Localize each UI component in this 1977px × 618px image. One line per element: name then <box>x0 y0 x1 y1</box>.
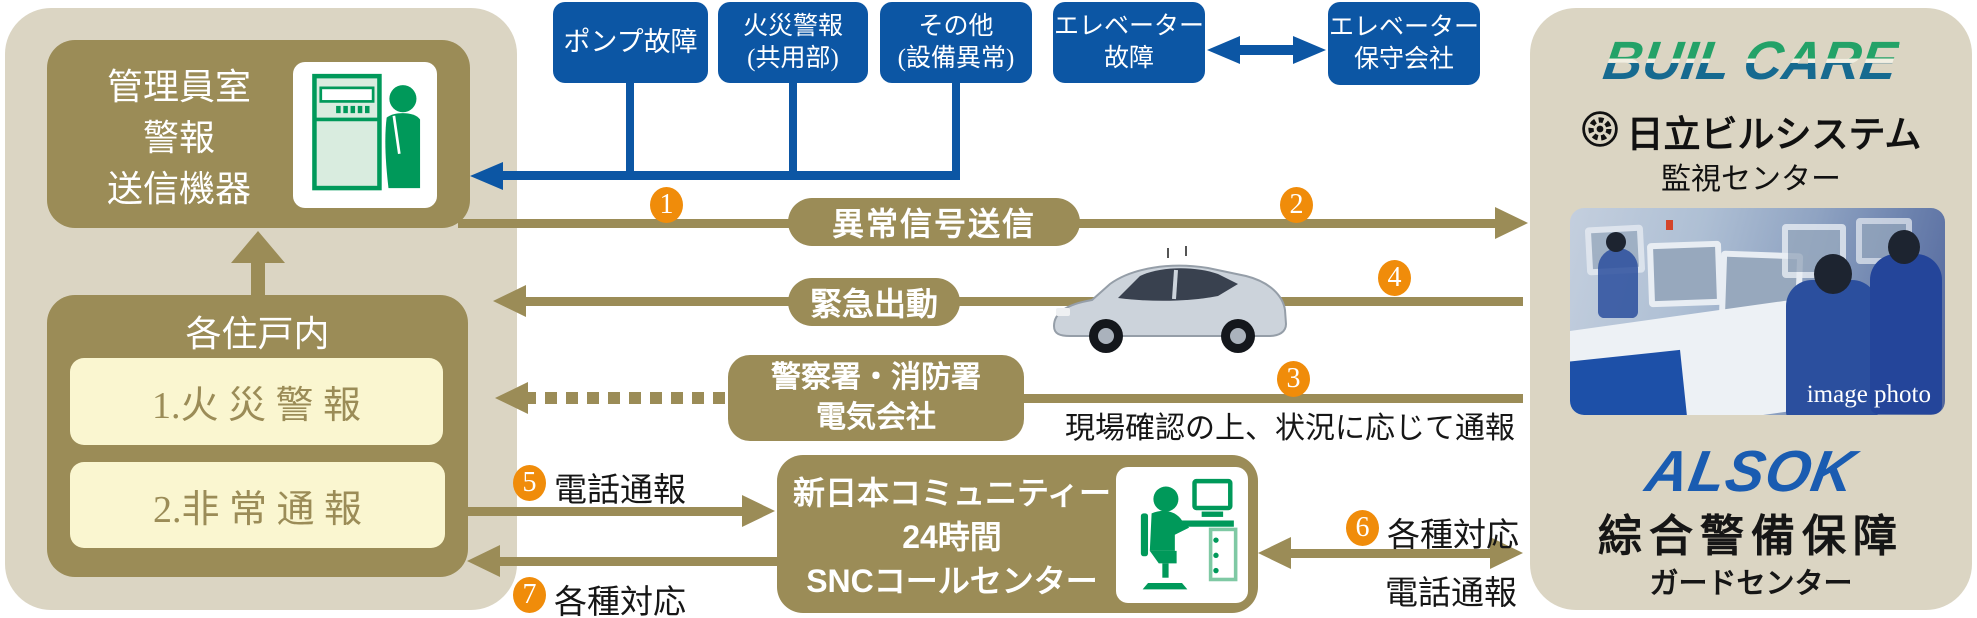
badge-3: 3 <box>1277 361 1310 397</box>
snc-call-center-box: 新日本コミュニティー 24時間 SNCコールセンター <box>777 455 1258 613</box>
photo-operator-head <box>1814 254 1852 294</box>
various-response-label: 各種対応 <box>1387 518 1519 554</box>
elevator-maint-line1: エレベーター <box>1328 13 1479 41</box>
badge-4: 4 <box>1378 260 1411 296</box>
signal-label-pill: 異常信号送信 <box>788 198 1080 246</box>
photo-operator-head <box>1606 232 1626 252</box>
elevator-link-arrowhead-right <box>1293 36 1326 64</box>
badge-6: 6 <box>1346 510 1379 546</box>
elevator-fault-box: エレベーター 故障 <box>1053 2 1205 83</box>
right-monitoring-panel: BUIL CARE 日立ビルシステム 監視センター <box>1530 8 1972 610</box>
guard-center-label: ガードセンター <box>1649 568 1853 600</box>
photo-cabinet <box>1570 349 1688 415</box>
badge-2: 2 <box>1280 187 1313 223</box>
intercom-person-icon <box>300 67 430 204</box>
pump-connector <box>626 83 634 176</box>
household-item-emergency-call: 2.非 常 通 報 <box>70 462 445 548</box>
dispatch-label-pill: 緊急出動 <box>788 278 960 326</box>
report-dotted-arrowhead <box>495 382 528 414</box>
phone-line <box>460 507 744 516</box>
phone-report-label: 電話通報 <box>554 473 686 509</box>
builcare-logo-text: BUIL CARE <box>1600 31 1902 91</box>
report-dotted-line <box>524 392 728 404</box>
other-line2: (設備異常) <box>897 44 1015 72</box>
operator-iconbox <box>1116 467 1248 603</box>
photo-red-lamp <box>1666 220 1673 230</box>
elevator-link-shaft <box>1232 45 1302 55</box>
snc-label: 新日本コミュニティー 24時間 SNCコールセンター <box>787 471 1117 603</box>
photo-operator <box>1598 248 1638 318</box>
monitoring-center-label: 監視センター <box>1661 163 1841 196</box>
elevator-fault-line2: 故障 <box>1103 44 1154 72</box>
fire-alarm-line2: (共用部) <box>747 44 839 72</box>
phone-arrowhead <box>742 495 775 527</box>
snc-line1: 新日本コミュニティー <box>792 475 1112 511</box>
hitachi-name: 日立ビルシステム <box>1626 114 1922 155</box>
household-item-fire-alarm: 1.火 災 警 報 <box>70 358 443 445</box>
alsok-logo-text: ALSOK <box>1641 439 1861 504</box>
collector-arrowhead <box>470 162 503 190</box>
various-line <box>1285 549 1497 558</box>
badge-7: 7 <box>513 577 546 613</box>
collector-line <box>495 171 960 180</box>
police-fire-line2: 電気会社 <box>816 401 936 434</box>
badge-5: 5 <box>513 465 546 501</box>
pump-fault-label: ポンプ故障 <box>563 27 698 58</box>
badge-1: 1 <box>650 187 683 223</box>
household-to-manager-arrowhead <box>231 231 285 263</box>
builcare-logo: BUIL CARE <box>1530 30 1972 92</box>
photo-operator-head <box>1888 230 1920 264</box>
police-fire-box: 警察署・消防署 電気会社 <box>728 355 1024 441</box>
elevator-maint-line2: 保守会社 <box>1353 45 1454 73</box>
monitoring-center-photo: image photo <box>1570 208 1945 415</box>
various-arrowhead-right <box>1490 537 1523 569</box>
household-to-manager-arrow-shaft <box>251 260 265 296</box>
call-operator-icon <box>1123 472 1241 599</box>
photo-operator <box>1870 254 1942 414</box>
fire-alarm-line1: 火災警報 <box>742 12 843 40</box>
elevator-link-arrowhead-left <box>1207 36 1240 64</box>
fire-alarm-common-box: 火災警報 (共用部) <box>718 2 868 83</box>
various-arrowhead-left <box>1258 537 1291 569</box>
hitachi-brand-row: 日立ビルシステム <box>1530 104 1972 158</box>
photo-monitor <box>1646 240 1724 308</box>
patrol-car-icon <box>1048 242 1293 367</box>
dispatch-line <box>522 297 1523 306</box>
report-line <box>1020 394 1523 403</box>
alsok-logo: ALSOK <box>1530 438 1972 505</box>
fire-connector <box>789 83 797 176</box>
other-line1: その他 <box>918 12 994 40</box>
response-arrowhead <box>467 545 500 577</box>
photo-operator <box>1786 280 1878 415</box>
response-label: 各種対応 <box>554 585 686 618</box>
snc-line3: SNCコールセンター <box>806 563 1098 600</box>
hitachi-mark-icon <box>1581 110 1619 153</box>
other-connector <box>952 83 960 176</box>
other-equipment-box: その他 (設備異常) <box>880 2 1032 83</box>
elevator-fault-line1: エレベーター <box>1053 12 1204 40</box>
manager-room-line2: 警報 <box>142 118 215 159</box>
manager-room-box: 管理員室 警報 送信機器 <box>47 40 470 228</box>
police-fire-line1: 警察署・消防署 <box>771 361 981 395</box>
signal-arrowhead <box>1495 207 1528 239</box>
elevator-maintenance-box: エレベーター 保守会社 <box>1328 2 1480 85</box>
manager-room-label: 管理員室 警報 送信機器 <box>59 62 299 215</box>
dispatch-arrowhead <box>493 285 526 317</box>
household-box: 各住戸内 1.火 災 警 報 2.非 常 通 報 <box>47 295 468 577</box>
intercom-operator-iconbox <box>293 62 437 208</box>
manager-room-line1: 管理員室 <box>106 67 251 107</box>
various-phone-label: 電話通報 <box>1385 576 1517 612</box>
household-title: 各住戸内 <box>185 314 330 354</box>
sogo-keibi-name: 綜合警備保障 <box>1598 512 1904 561</box>
manager-room-line3: 送信機器 <box>106 169 251 210</box>
response-line <box>498 557 777 566</box>
snc-line2: 24時間 <box>902 519 1002 556</box>
site-confirmation-note: 現場確認の上、状況に応じて通報 <box>1065 412 1515 445</box>
pump-fault-box: ポンプ故障 <box>553 2 708 83</box>
photo-caption: image photo <box>1806 381 1931 408</box>
